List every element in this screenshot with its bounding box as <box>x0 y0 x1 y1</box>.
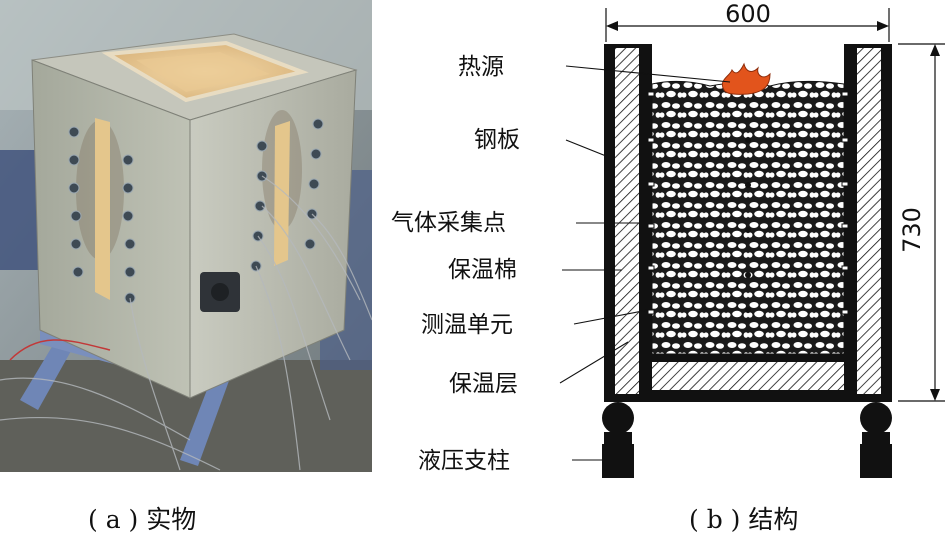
label-hydraulic-column: 液压支柱 <box>418 448 510 474</box>
apparatus-photo <box>0 0 372 472</box>
flame-icon <box>721 62 771 95</box>
width-value: 600 <box>725 0 771 28</box>
label-steel-plate: 钢板 <box>474 127 520 153</box>
panel-a-caption: ( a ) 实物 <box>88 505 197 534</box>
leader-lines <box>559 65 731 461</box>
label-heat-source: 热源 <box>458 54 504 80</box>
panel-b-caption: ( b ) 结构 <box>689 505 799 534</box>
vessel <box>604 44 892 402</box>
height-dimension: 730 <box>898 43 945 402</box>
hydraulic-columns <box>602 402 892 478</box>
label-gas-sampling-point: 气体采集点 <box>391 210 506 236</box>
height-value: 730 <box>898 207 926 253</box>
width-dimension: 600 <box>605 0 890 42</box>
label-insulation-layer: 保温层 <box>449 371 518 397</box>
label-insulation-cotton: 保温棉 <box>448 257 517 283</box>
label-temperature-unit: 测温单元 <box>421 312 513 338</box>
structure-diagram: 600 730 <box>391 0 945 478</box>
